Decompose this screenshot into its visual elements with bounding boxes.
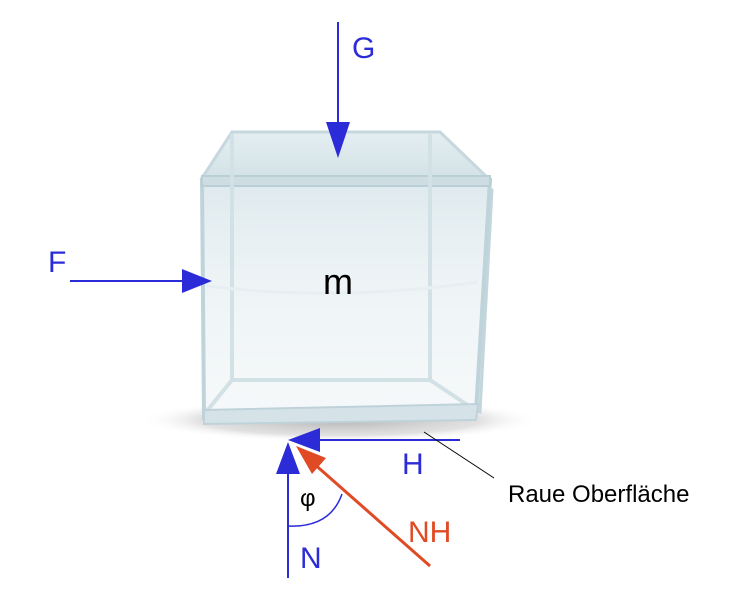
resultant-force-arrow [296,446,431,568]
normal-force-label: N [300,542,322,575]
horizontal-force-label: H [402,448,424,481]
mass-label: m [323,261,353,302]
surface-leader-line [423,431,495,479]
resultant-force-label: NH [408,516,451,549]
gravity-label: G [352,32,375,65]
force-arrow [70,269,212,293]
horizontal-force-arrow [288,428,460,452]
surface-label: Raue Oberfläche [508,481,689,508]
glass-cube [199,130,494,426]
angle-label: φ [300,485,316,512]
angle-arc [287,493,343,527]
force-label: F [48,246,66,279]
normal-force-arrow [276,442,300,578]
gravity-arrow [326,22,350,158]
